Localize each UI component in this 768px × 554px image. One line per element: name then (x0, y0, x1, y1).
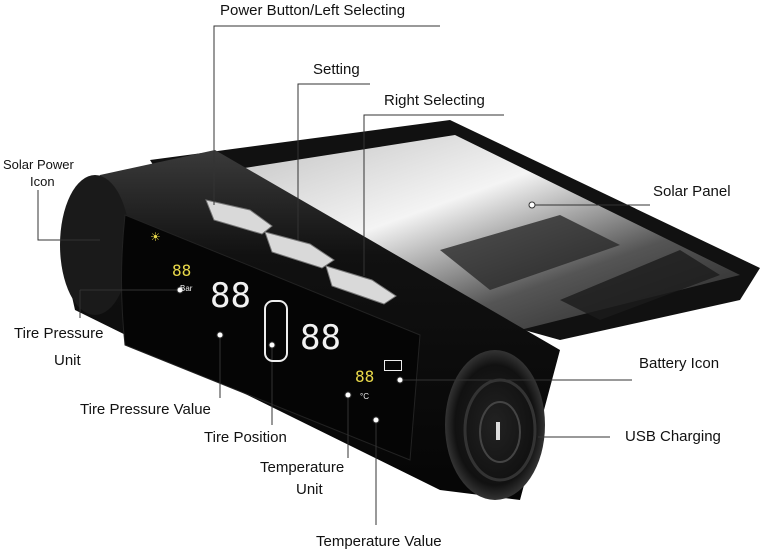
label-temperature-unit-1: Temperature (260, 459, 345, 476)
lcd-screen (121, 214, 421, 461)
label-power-button: Power Button/Left Selecting (220, 2, 406, 19)
label-tire-pressure-unit-1: Tire Pressure (14, 325, 104, 342)
label-setting: Setting (313, 61, 360, 78)
label-tire-pressure-unit-2: Unit (54, 352, 81, 369)
label-right-selecting: Right Selecting (384, 92, 485, 109)
pressure-unit-bar: Bar (180, 284, 193, 293)
label-temperature-value: Temperature Value (316, 533, 442, 550)
usb-end-cap (445, 350, 545, 500)
label-solar-power-icon-1: Solar Power (3, 157, 74, 172)
battery-icon (384, 360, 402, 371)
buttons (205, 199, 397, 305)
leader-lines (37, 25, 650, 525)
temp-unit-c: °C (360, 392, 369, 401)
solar-panel (150, 120, 760, 340)
label-tire-pressure-value: Tire Pressure Value (80, 401, 211, 418)
label-usb-charging: USB Charging (625, 428, 721, 445)
label-tire-position: Tire Position (204, 429, 287, 446)
label-solar-power-icon-2: Icon (30, 174, 55, 189)
leader-dots (176, 201, 536, 424)
car-tire-position-icon (264, 300, 288, 362)
label-solar-panel: Solar Panel (653, 183, 731, 200)
temp-digits-2: 88 (172, 261, 192, 280)
tire-pressure-digits: 88 (210, 276, 251, 316)
tire-pressure-digits-2: 88 (300, 318, 341, 358)
label-temperature-unit-2: Unit (296, 481, 323, 498)
temp-digits: 88 (355, 367, 375, 386)
solar-power-icon: ☀ (150, 230, 161, 244)
label-battery-icon: Battery Icon (639, 355, 720, 372)
